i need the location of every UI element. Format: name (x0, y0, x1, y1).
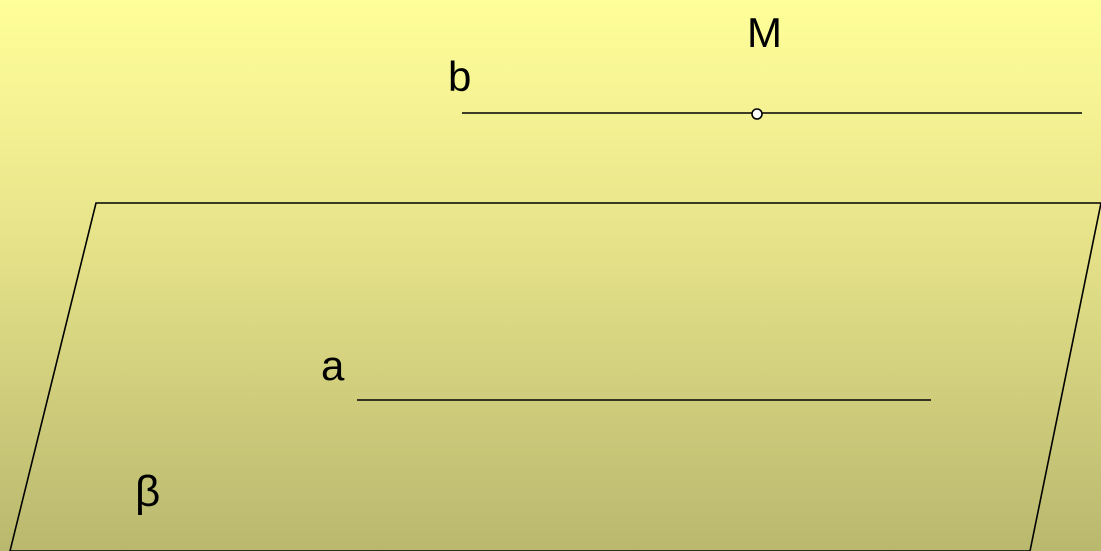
point-m (751, 108, 763, 120)
plane-beta-label: β (135, 467, 161, 516)
point-m-label: M (747, 9, 782, 56)
line-a-label: a (321, 342, 345, 389)
plane-beta (9, 202, 1101, 551)
line-b-label: b (448, 53, 472, 100)
